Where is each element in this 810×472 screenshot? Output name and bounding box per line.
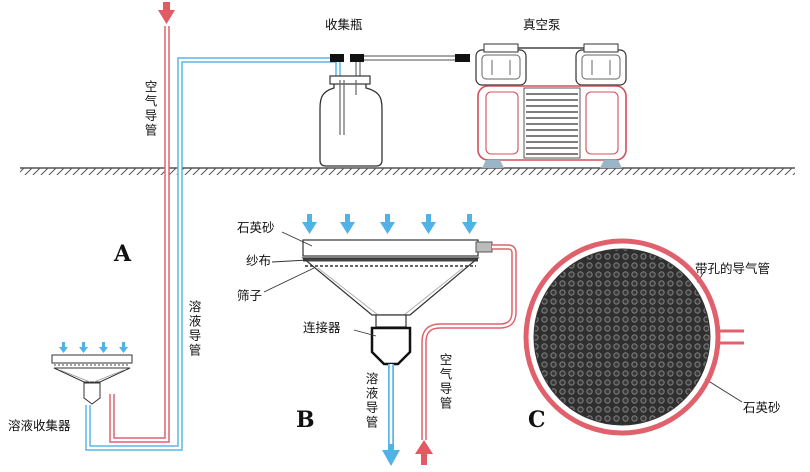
vacuum-pump — [475, 43, 627, 168]
panel-label-b: B — [296, 407, 315, 433]
label-air-tube-b: 空气导管 — [437, 353, 453, 411]
label-collection-bottle: 收集瓶 — [325, 17, 363, 32]
ground-line — [20, 167, 795, 175]
label-solution-tube-b: 溶液导管 — [363, 372, 379, 430]
label-quartz-sand-c: 石英砂 — [743, 400, 781, 415]
collection-bottle — [319, 75, 383, 167]
solution-outlet-arrow — [382, 444, 400, 466]
label-gauze: 纱布 — [246, 253, 272, 268]
small-collector — [51, 342, 133, 405]
label-vacuum-pump: 真空泵 — [523, 17, 561, 32]
label-solution-tube-left: 溶液导管 — [186, 300, 202, 358]
panel-label-a: A — [114, 241, 132, 267]
solution-tube-long — [85, 57, 341, 451]
air-tube-b — [421, 244, 517, 440]
panel-label-c: C — [528, 407, 546, 433]
air-tube-long — [109, 26, 170, 443]
air-inlet-arrow-top — [158, 2, 175, 24]
vacuum-tube — [330, 54, 470, 78]
round-sieve — [523, 238, 744, 436]
air-inlet-arrow-b — [415, 440, 433, 465]
label-connector: 连接器 — [303, 320, 341, 335]
label-sieve: 筛子 — [237, 288, 263, 303]
label-solution-collector: 溶液收集器 — [8, 418, 71, 433]
funnel-apparatus — [301, 214, 493, 366]
label-quartz-sand: 石英砂 — [237, 220, 275, 235]
label-air-tube-top: 空气导管 — [142, 80, 158, 138]
label-perforated-air-tube: 带孔的导气管 — [695, 261, 771, 276]
